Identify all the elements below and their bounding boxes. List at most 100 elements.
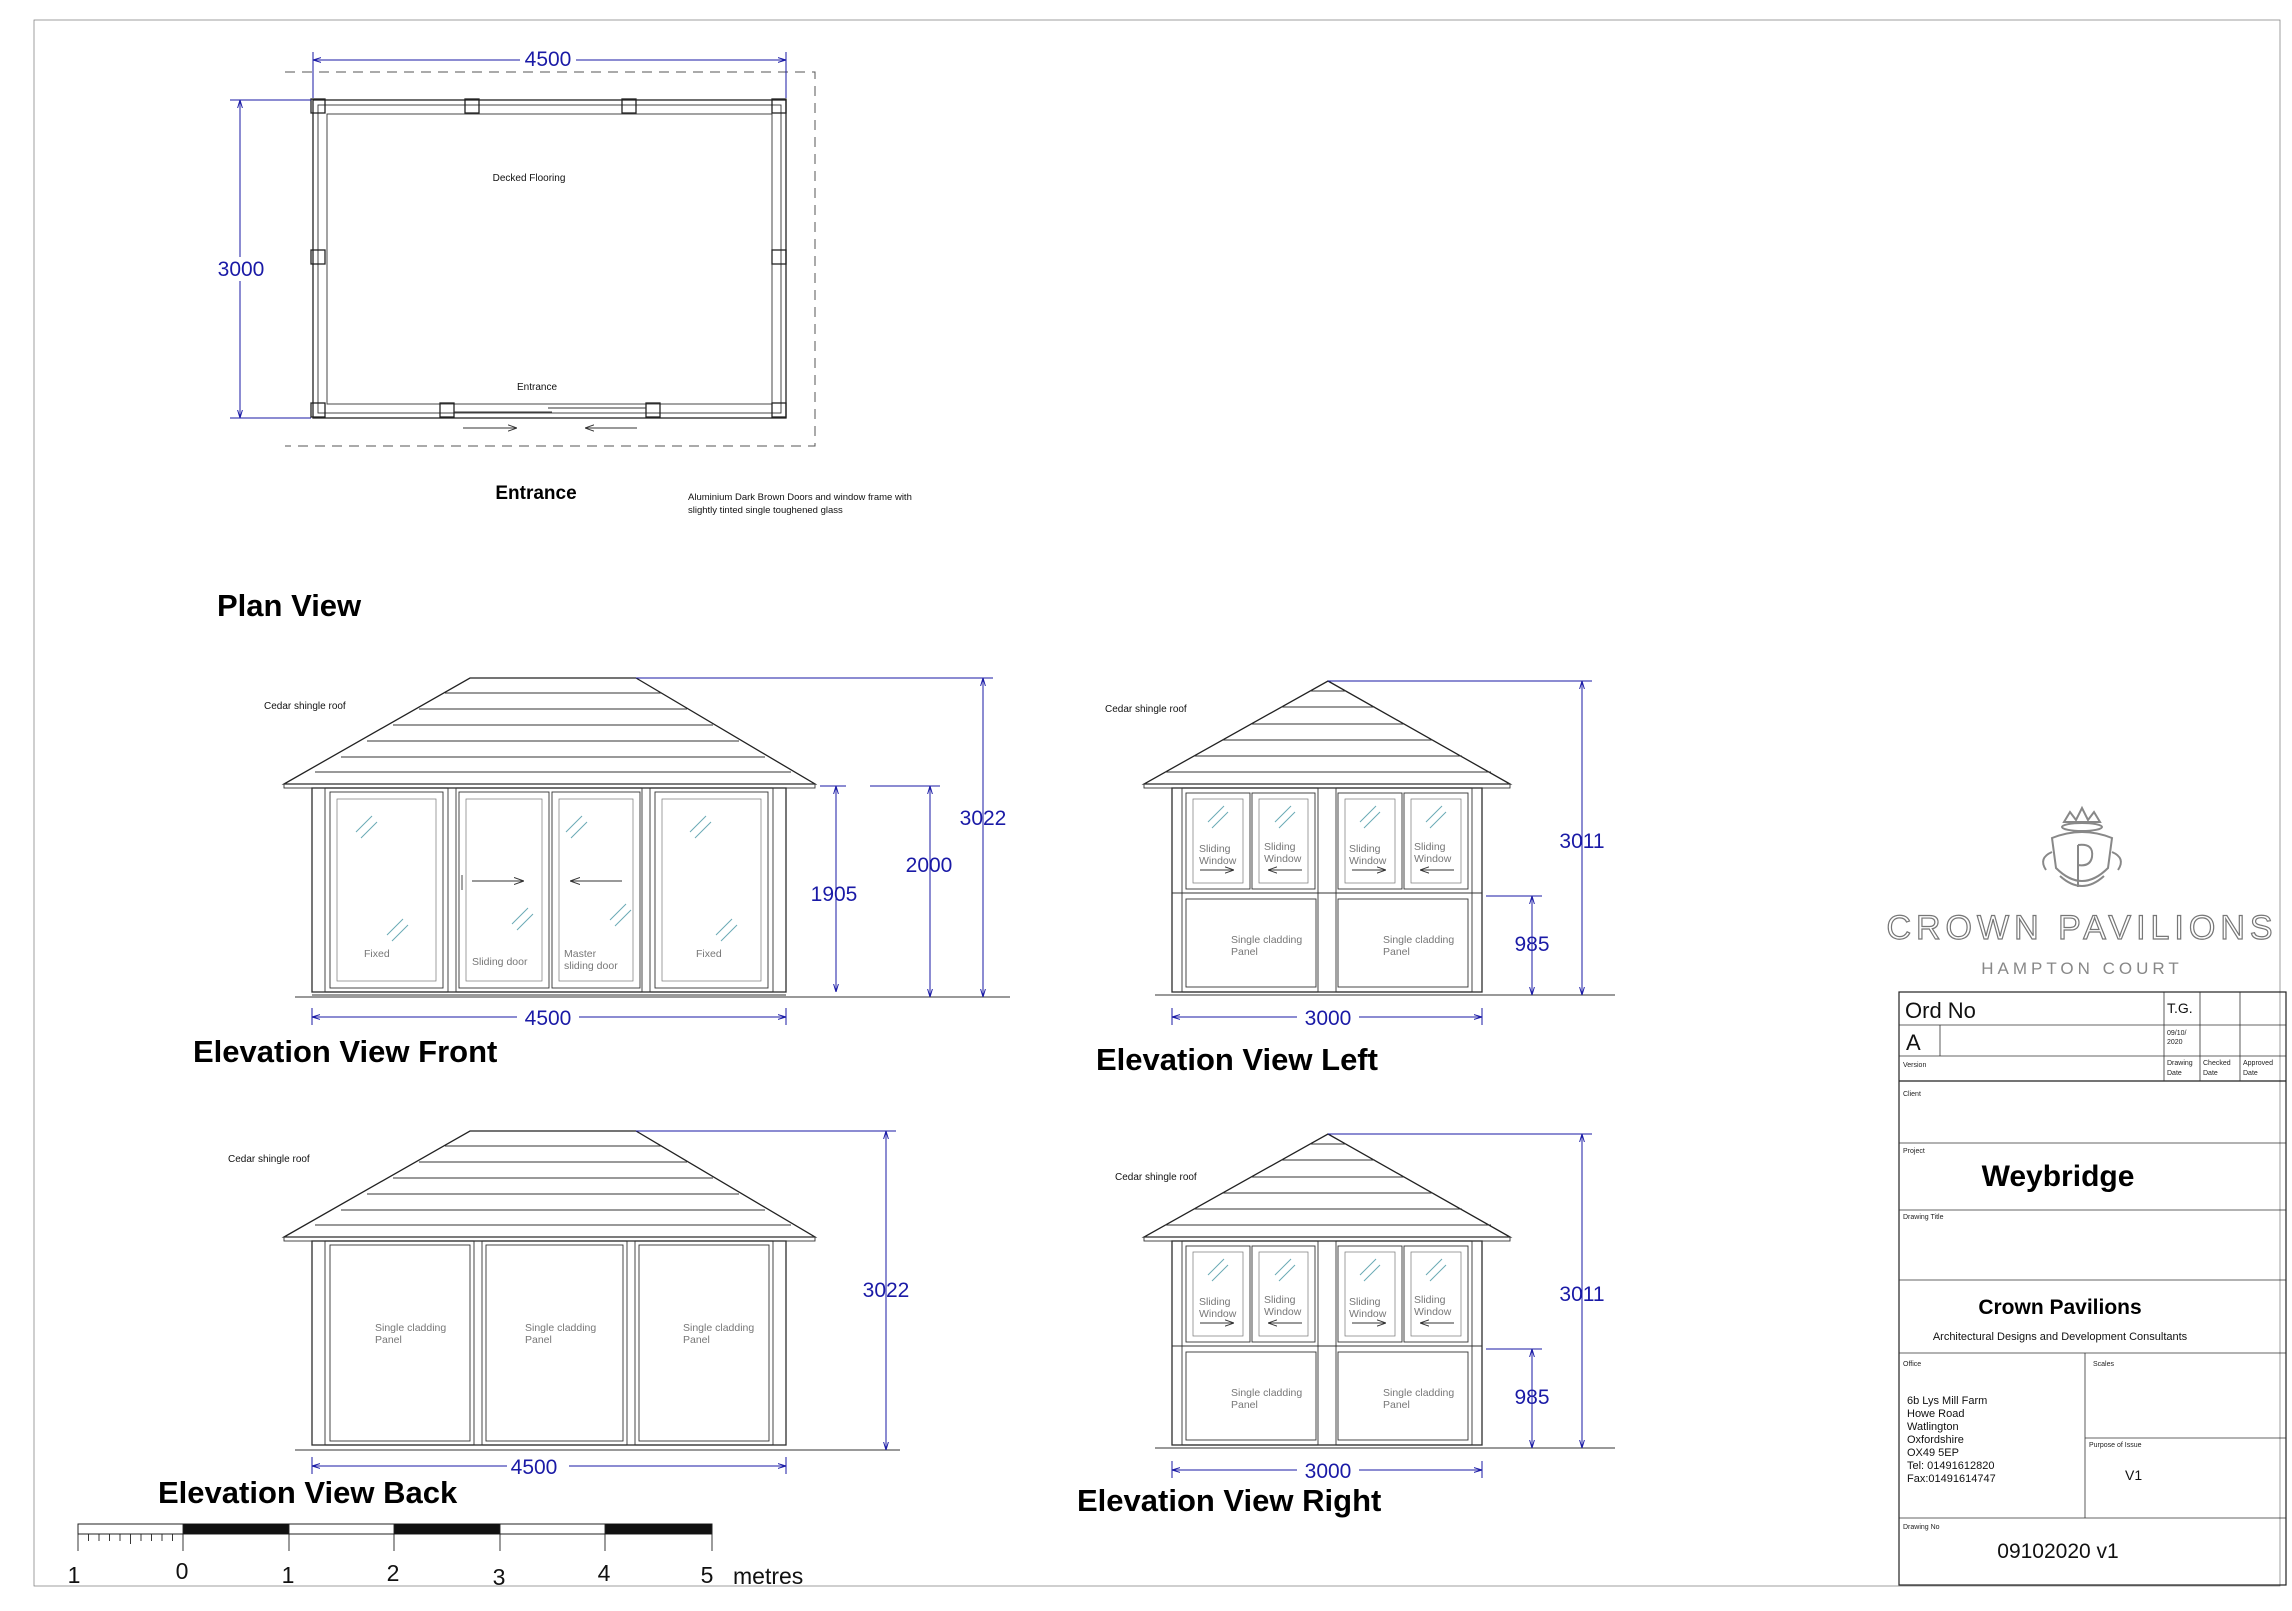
back-panel-label-2b: Panel (525, 1334, 552, 1346)
back-panel-label-3a: Single cladding (683, 1322, 754, 1334)
front-door-height-dim: 1905 (811, 883, 858, 906)
front-eave-height-dim: 2000 (906, 854, 953, 877)
plan-width-dim: 4500 (525, 48, 572, 71)
initials: T.G. (2167, 1000, 2193, 1016)
front-panel-master-sliding-door (551, 791, 641, 989)
office-label: Office (1903, 1361, 1921, 1368)
purpose-value: V1 (2125, 1467, 2142, 1483)
plan-depth-dim: 3000 (218, 258, 265, 281)
checked-date-label-1: Checked (2203, 1060, 2231, 1067)
right-window-label-1b: Window (1199, 1308, 1237, 1320)
back-panel-label-1b: Panel (375, 1334, 402, 1346)
left-panel-label-1b: Panel (1231, 946, 1258, 958)
back-roof-label: Cedar shingle roof (228, 1154, 310, 1165)
front-elevation-title: Elevation View Front (193, 1034, 497, 1069)
right-width-dim: 3000 (1305, 1460, 1352, 1483)
ord-no-label: Ord No (1905, 998, 1976, 1023)
scale-label-3: 3 (493, 1564, 506, 1590)
left-panel-label-2b: Panel (1383, 946, 1410, 958)
right-elevation-title: Elevation View Right (1077, 1483, 1381, 1518)
back-panel-label-3b: Panel (683, 1334, 710, 1346)
front-roof-label: Cedar shingle roof (264, 701, 346, 712)
front-panel-fixed-left (329, 791, 444, 989)
plan-view: 4500 3000 Decked Flooring Entrance Entra… (214, 47, 912, 623)
drawing-date-label-2: Date (2167, 1070, 2182, 1077)
title-block: Ord No T.G. A 09/10/ 2020 Version Drawin… (1898, 991, 2287, 1586)
version-label: Version (1903, 1062, 1926, 1069)
front-total-height-dim: 3022 (960, 807, 1007, 830)
elevation-right: Sliding Window Sliding Window Sliding Wi… (1077, 1133, 1615, 1518)
back-panel-label-2a: Single cladding (525, 1322, 596, 1334)
right-window-label-3b: Window (1349, 1308, 1387, 1320)
elevation-left: Sliding Window Sliding Window Sliding Wi… (1096, 680, 1615, 1077)
front-panel-label-sliding-door: Sliding door (472, 956, 528, 968)
left-roof (1141, 680, 1513, 785)
client-label: Client (1903, 1091, 1921, 1098)
elevation-front: Fixed Sliding door Master sliding door F… (193, 677, 1010, 1069)
company-logo: CROWN PAVILIONS HAMPTON COURT (1886, 805, 2277, 978)
elevation-back: Single cladding Panel Single cladding Pa… (158, 1130, 910, 1510)
address-line-5: OX49 5EP (1907, 1447, 1959, 1459)
left-total-height-dim: 3011 (1559, 830, 1604, 853)
scale-label-4: 4 (598, 1560, 611, 1586)
sheet-border (33, 19, 2281, 1587)
logo-name: CROWN PAVILIONS (1886, 909, 2277, 947)
address-line-4: Oxfordshire (1907, 1434, 1964, 1446)
left-width-dim: 3000 (1305, 1007, 1352, 1030)
address-line-6: Tel: 01491612820 (1907, 1460, 1994, 1472)
front-panel-label-fixed-left: Fixed (364, 948, 390, 960)
front-panel-sliding-door (458, 791, 588, 989)
right-panel-height-dim: 985 (1514, 1386, 1549, 1409)
left-elevation-title: Elevation View Left (1096, 1042, 1378, 1077)
right-panel-label-2b: Panel (1383, 1399, 1410, 1411)
left-window-label-2a: Sliding (1264, 841, 1296, 853)
project-name: Weybridge (1982, 1160, 2135, 1193)
back-panel-label-1a: Single cladding (375, 1322, 446, 1334)
date-value-1: 09/10/ (2167, 1030, 2187, 1037)
right-window-label-2b: Window (1264, 1306, 1302, 1318)
left-panel-height-dim: 985 (1514, 933, 1549, 956)
scale-unit: metres (733, 1563, 803, 1589)
left-window-label-1b: Window (1199, 855, 1237, 867)
back-total-height-dim: 3022 (863, 1279, 910, 1302)
address-line-3: Watlington (1907, 1421, 1959, 1433)
right-window-label-1a: Sliding (1199, 1296, 1231, 1308)
plan-frame (312, 99, 787, 419)
left-window-label-4b: Window (1414, 853, 1452, 865)
right-window-label-4a: Sliding (1414, 1294, 1446, 1306)
drawing-no-label: Drawing No (1903, 1524, 1940, 1531)
logo-subtitle: HAMPTON COURT (1981, 959, 2183, 978)
left-window-label-1a: Sliding (1199, 843, 1231, 855)
drawing-title-label: Drawing Title (1903, 1214, 1944, 1221)
address-line-1: 6b Lys Mill Farm (1907, 1395, 1987, 1407)
scale-label-5: 5 (701, 1562, 714, 1588)
scale-label-1: 1 (282, 1562, 295, 1588)
company-tagline: Architectural Designs and Development Co… (1933, 1331, 2188, 1343)
approved-date-label-1: Approved (2243, 1060, 2273, 1067)
address-line-2: Howe Road (1907, 1408, 1964, 1420)
left-panel-label-1a: Single cladding (1231, 934, 1302, 946)
date-value-2: 2020 (2167, 1039, 2183, 1046)
plan-floor-label: Decked Flooring (493, 173, 566, 184)
scale-label-neg1: 1 (68, 1562, 81, 1588)
scale-label-0: 0 (176, 1558, 189, 1584)
project-label: Project (1903, 1148, 1925, 1155)
right-window-label-4b: Window (1414, 1306, 1452, 1318)
scale-label-2: 2 (387, 1560, 400, 1586)
plan-outline (285, 71, 816, 447)
address-line-7: Fax:01491614747 (1907, 1473, 1996, 1485)
right-roof (1141, 1133, 1513, 1238)
right-panel-label-1a: Single cladding (1231, 1387, 1302, 1399)
approved-date-label-2: Date (2243, 1070, 2258, 1077)
front-panel-label-fixed-right: Fixed (696, 948, 722, 960)
plan-view-title: Plan View (217, 588, 362, 623)
back-elevation-title: Elevation View Back (158, 1475, 458, 1510)
front-width-dim: 4500 (525, 1007, 572, 1030)
back-roof (281, 1130, 818, 1238)
scales-label: Scales (2093, 1361, 2115, 1368)
left-panel-label-2a: Single cladding (1383, 934, 1454, 946)
drawing-date-label-1: Drawing (2167, 1060, 2193, 1067)
right-total-height-dim: 3011 (1559, 1283, 1604, 1306)
drawing-no: 09102020 v1 (1997, 1540, 2118, 1563)
